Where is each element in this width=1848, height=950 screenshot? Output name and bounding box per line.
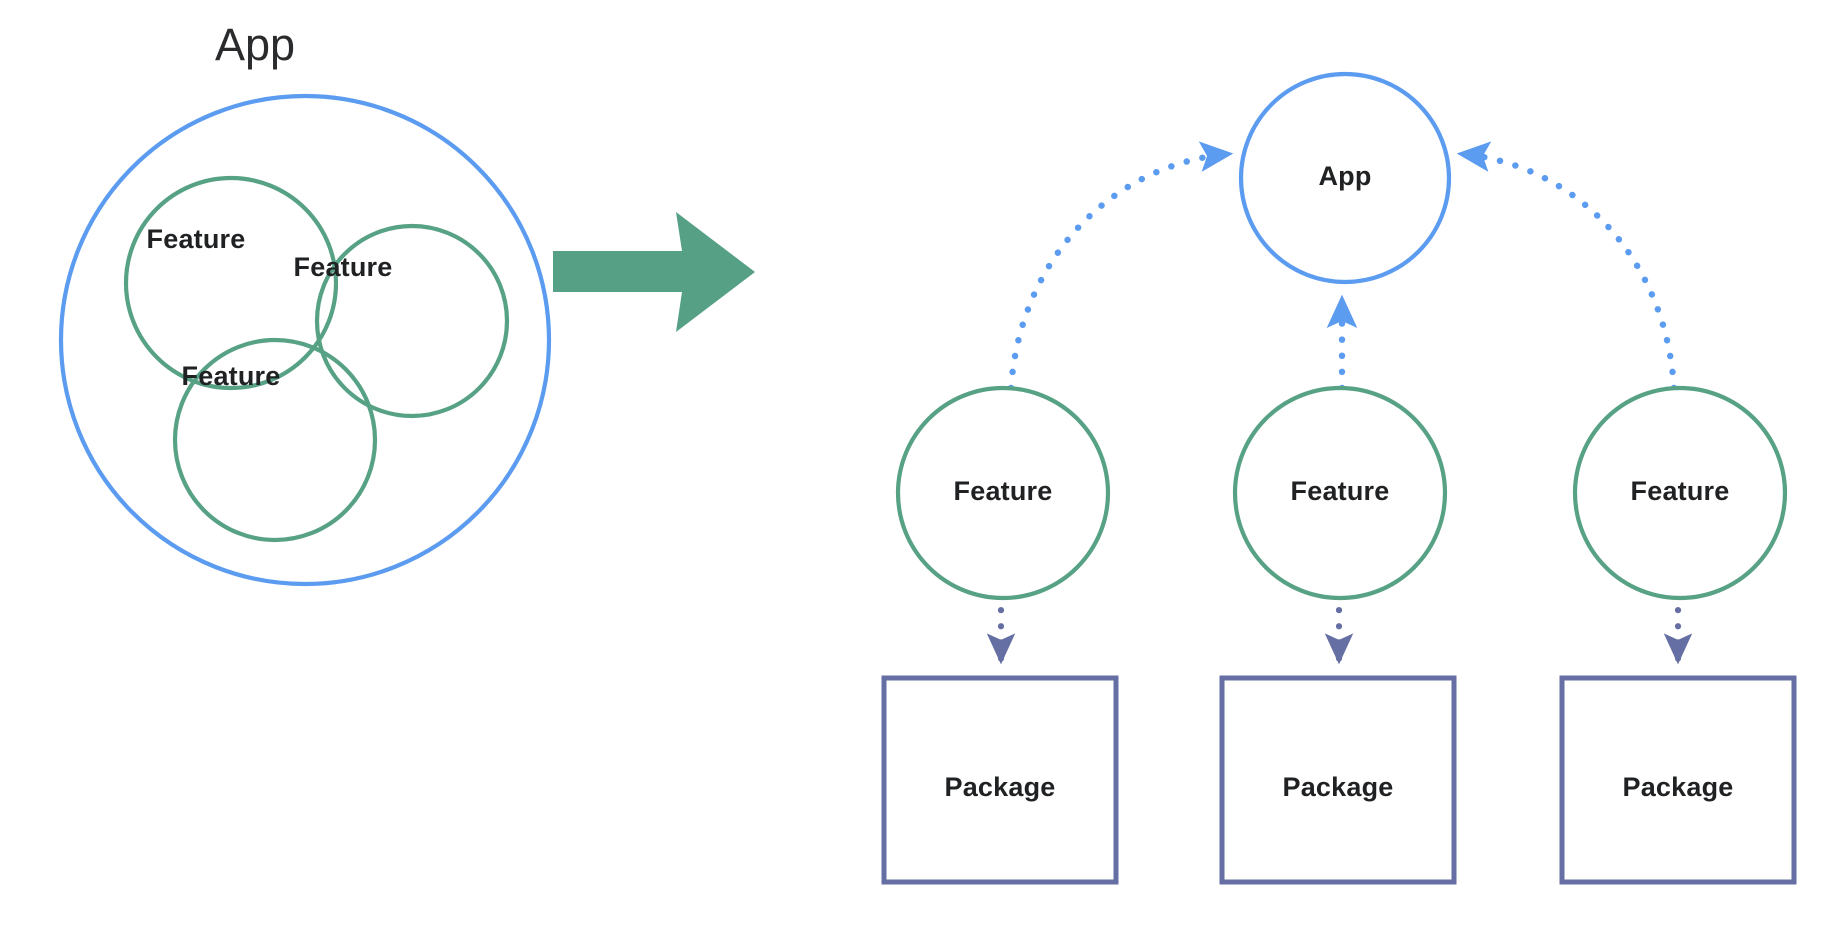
feature-label-left: Feature [954, 476, 1053, 506]
edge-feature-right-to-app [1456, 141, 1678, 392]
node-feature-right[interactable]: Feature [1572, 385, 1788, 601]
edge-feature-left-to-app [1007, 141, 1234, 392]
node-package-right[interactable]: Package [1559, 675, 1797, 885]
venn-feature-label-2: Feature [294, 252, 393, 282]
package-label-left: Package [945, 772, 1056, 802]
feature-label-right: Feature [1631, 476, 1730, 506]
feature-label-center: Feature [1291, 476, 1390, 506]
node-package-left[interactable]: Package [881, 675, 1119, 885]
right-panel-modular: App Feature Feature Feature Package [881, 71, 1797, 885]
feature-circle-left [895, 385, 1111, 601]
package-label-right: Package [1623, 772, 1734, 802]
venn-feature-circle-2 [314, 223, 510, 419]
package-box-center [1219, 675, 1457, 885]
venn-feature-label-1: Feature [147, 224, 246, 254]
node-app[interactable]: App [1238, 71, 1452, 285]
package-box-right [1559, 675, 1797, 885]
node-package-center[interactable]: Package [1219, 675, 1457, 885]
transformation-arrow [553, 212, 755, 332]
node-feature-left[interactable]: Feature [895, 385, 1111, 601]
feature-circle-center [1232, 385, 1448, 601]
venn-feature-label-3: Feature [182, 361, 281, 391]
venn-feature-circle-3 [172, 337, 378, 543]
app-label: App [1318, 161, 1371, 191]
venn-title-app: App [215, 19, 295, 70]
app-circle [1238, 71, 1452, 285]
left-panel-monolith: App Feature Feature Feature [58, 19, 552, 587]
feature-circle-right [1572, 385, 1788, 601]
package-label-center: Package [1283, 772, 1394, 802]
package-box-left [881, 675, 1119, 885]
venn-outer-app-circle [58, 93, 552, 587]
venn-feature-circle-1 [123, 175, 339, 391]
node-feature-center[interactable]: Feature [1232, 385, 1448, 601]
